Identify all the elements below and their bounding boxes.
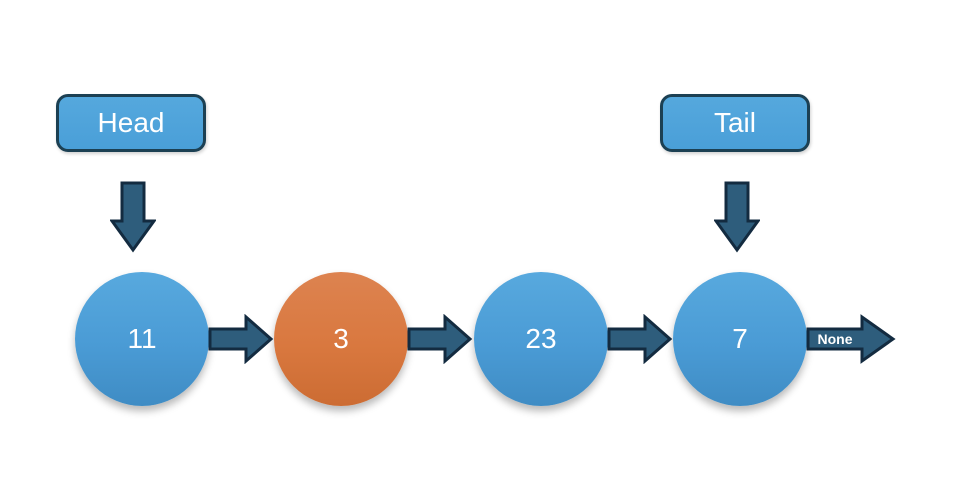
next-arrow-icon [407, 314, 473, 364]
node-value: 11 [127, 323, 157, 354]
none-arrow-icon [806, 314, 896, 364]
node-value: 3 [333, 323, 349, 354]
node-value: 23 [525, 323, 557, 354]
head-down-arrow-icon [110, 181, 156, 253]
next-arrow-icon [607, 314, 673, 364]
list-node: 11 [75, 272, 209, 406]
head-pointer-box: Head [56, 94, 206, 152]
node-value: 7 [732, 323, 748, 354]
tail-pointer-box: Tail [660, 94, 810, 152]
tail-label: Tail [713, 107, 756, 138]
list-node: 7 [673, 272, 807, 406]
next-arrow-icon [208, 314, 274, 364]
tail-down-arrow-icon [714, 181, 760, 253]
list-node: 3 [274, 272, 408, 406]
head-label: Head [97, 107, 165, 138]
list-node: 23 [474, 272, 608, 406]
